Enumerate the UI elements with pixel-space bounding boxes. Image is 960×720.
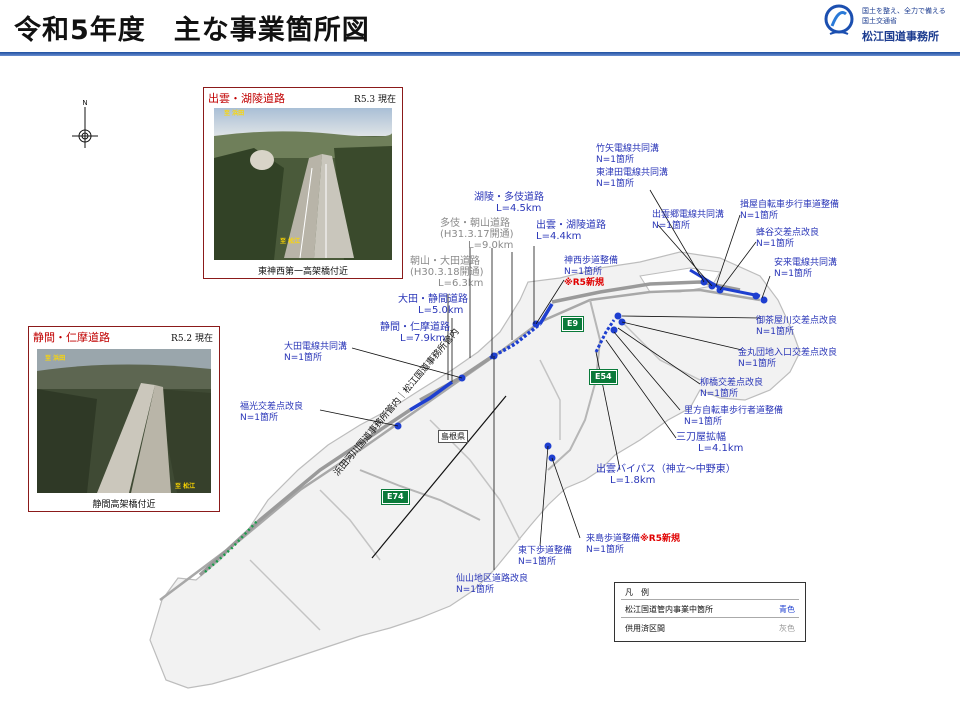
aerial-photo: 至 浜田 至 松江 bbox=[214, 108, 392, 260]
highway-e74-shield: E74 bbox=[382, 490, 409, 504]
label-taki-asayama: 多伎・朝山道路(H31.3.17開通)L=9.0km bbox=[440, 218, 514, 251]
opened-sections bbox=[198, 408, 411, 577]
photo-title: 出雲・湖陵道路 bbox=[208, 92, 285, 105]
highway-e9-shield: E9 bbox=[562, 317, 584, 331]
photo-tag-hamada: 至 浜田 bbox=[45, 355, 66, 362]
office-logo: 国土を整え、全力で備える 国土交通省 松江国道事務所 bbox=[820, 2, 960, 48]
title-underline bbox=[0, 52, 960, 56]
photo-date: R5.3 現在 bbox=[354, 95, 396, 105]
prefecture-label: 島根県 bbox=[438, 430, 468, 443]
map-legend: 凡 例 松江国道管内事業中箇所 青色 供用済区間 灰色 bbox=[614, 582, 806, 642]
north-label: N bbox=[82, 99, 87, 107]
photo-date: R5.2 現在 bbox=[171, 334, 213, 344]
shimane-land bbox=[149, 251, 801, 689]
logo-office-name: 松江国道事務所 bbox=[862, 30, 939, 43]
label-izumo-bypass: 出雲バイパス（神立～中野東）L=1.8km bbox=[596, 464, 736, 486]
logo-slogan: 国土を整え、全力で備える bbox=[862, 7, 946, 15]
photo-tag-matsue: 至 松江 bbox=[175, 483, 196, 490]
photo-caption: 東神西第一高架橋付近 bbox=[257, 267, 348, 277]
photo-shizuma-nima: 静間・仁摩道路 R5.2 現在 至 浜田 至 松江 静間高架橋付近 bbox=[28, 326, 220, 512]
highway-e54-shield: E54 bbox=[590, 370, 617, 384]
legend-row-projects: 松江国道管内事業中箇所 bbox=[625, 605, 713, 614]
legend-value-blue: 青色 bbox=[779, 605, 795, 614]
office-boundary-line bbox=[371, 395, 507, 559]
project-blue-sections bbox=[409, 380, 454, 412]
legend-value-gray: 灰色 bbox=[779, 624, 795, 633]
north-compass-icon: N bbox=[72, 99, 98, 148]
mlit-logo-icon bbox=[824, 4, 854, 35]
photo-caption: 静間高架橋付近 bbox=[92, 500, 156, 510]
page-title: 令和5年度 主な事業箇所図 bbox=[14, 15, 370, 46]
legend-title: 凡 例 bbox=[625, 588, 649, 597]
photo-tag-matsue: 至 松江 bbox=[280, 238, 301, 245]
photo-izumo-koryo: 出雲・湖陵道路 R5.3 現在 至 浜田 至 松江 東神西第一高架橋付近 bbox=[203, 87, 403, 279]
hamada-dotted-route bbox=[204, 519, 259, 573]
legend-row-opened: 供用済区間 bbox=[625, 624, 665, 633]
photo-tag-hamada: 至 浜田 bbox=[224, 110, 245, 117]
logo-ministry: 国土交通省 bbox=[862, 17, 897, 25]
label-asayama-oda: 朝山・大田道路(H30.3.18開通)L=6.3km bbox=[410, 256, 484, 289]
photo-title: 静間・仁摩道路 bbox=[33, 331, 110, 344]
aerial-photo: 至 浜田 至 松江 bbox=[37, 349, 211, 493]
